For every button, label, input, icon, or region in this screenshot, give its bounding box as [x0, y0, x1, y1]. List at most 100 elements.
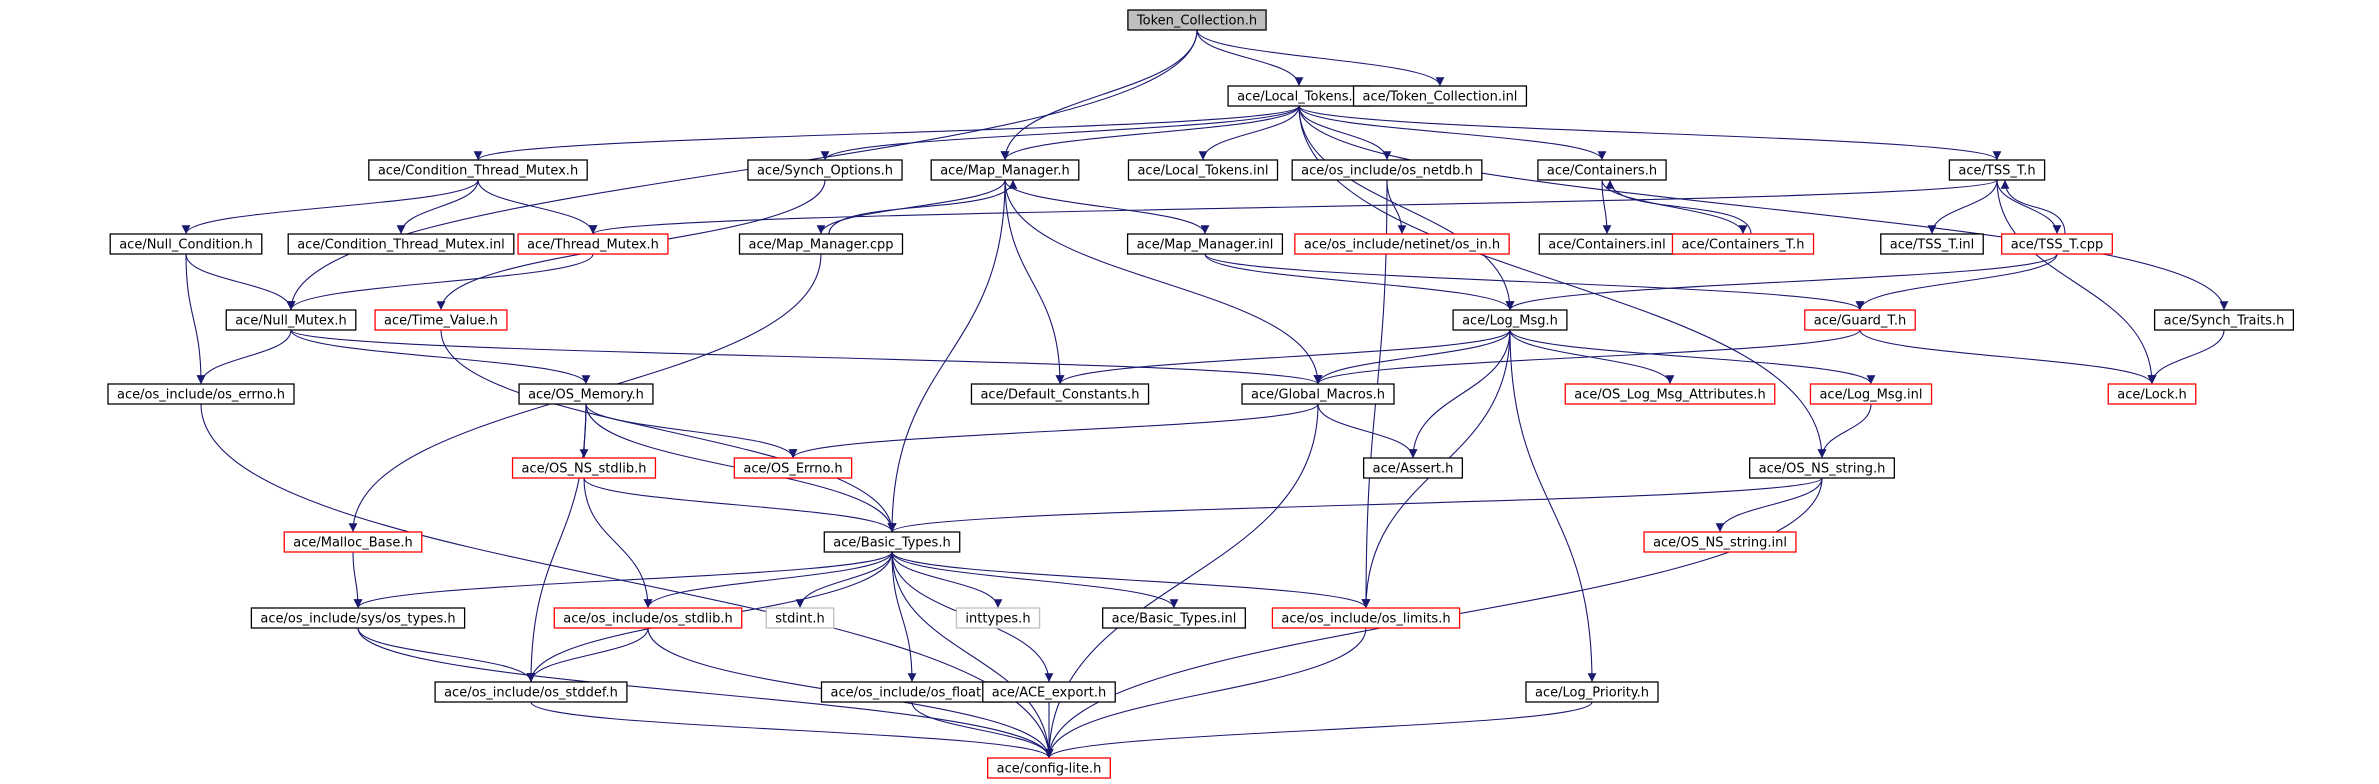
edge-n46-n49	[911, 701, 1054, 759]
node-ace-guard-t-h[interactable]: ace/Guard_T.h	[1804, 309, 1916, 331]
node-ace-null-mutex-h[interactable]: ace/Null_Mutex.h	[225, 309, 357, 331]
node-ace-null-condition-h[interactable]: ace/Null_Condition.h	[109, 233, 263, 255]
node-ace-synch-traits-h[interactable]: ace/Synch_Traits.h	[2153, 309, 2295, 331]
node-label: ace/Null_Condition.h	[119, 238, 253, 253]
node-ace-os-include-sys-os-types-h[interactable]: ace/os_include/sys/os_types.h	[250, 607, 466, 629]
edge-n14-n23	[1204, 253, 1865, 311]
edge-n5-n13	[816, 179, 1006, 235]
node-ace-config-lite-h[interactable]: ace/config-lite.h	[987, 757, 1111, 779]
node-label: ace/os_include/os_errno.h	[117, 388, 285, 403]
edge-n37-n39	[353, 551, 893, 609]
node-box	[511, 457, 657, 479]
node-ace-os-include-os-stdlib-h[interactable]: ace/os_include/os_stdlib.h	[553, 607, 743, 629]
edge-n9-n18	[1927, 179, 1998, 235]
node-ace-os-memory-h[interactable]: ace/OS_Memory.h	[518, 383, 654, 405]
node-ace-os-include-os-limits-h[interactable]: ace/os_include/os_limits.h	[1271, 607, 1461, 629]
edge-n22-n28	[1313, 329, 1511, 385]
node-ace-assert-h[interactable]: ace/Assert.h	[1362, 457, 1464, 479]
node-ace-os-ns-string-h[interactable]: ace/OS_NS_string.h	[1749, 457, 1895, 479]
node-ace-os-errno-h[interactable]: ace/OS_Errno.h	[733, 457, 853, 479]
node-label: ace/Time_Value.h	[384, 314, 498, 329]
node-ace-os-include-netinet-os-in-h[interactable]: ace/os_include/netinet/os_in.h	[1294, 233, 1510, 255]
edge-n21-n37	[440, 329, 897, 533]
node-ace-map-manager-cpp[interactable]: ace/Map_Manager.cpp	[738, 233, 904, 255]
node-ace-os-include-os-float-h[interactable]: ace/os_include/os_float.h	[820, 681, 1004, 703]
node-ace-tss-t-h[interactable]: ace/TSS_T.h	[1948, 159, 2046, 181]
node-ace-log-msg-inl[interactable]: ace/Log_Msg.inl	[1809, 383, 1933, 405]
node-label: ace/Assert.h	[1373, 462, 1454, 477]
node-ace-log-msg-h[interactable]: ace/Log_Msg.h	[1452, 309, 1568, 331]
node-box	[1525, 681, 1659, 703]
node-ace-default-constants-h[interactable]: ace/Default_Constants.h	[970, 383, 1150, 405]
node-label: ace/Log_Priority.h	[1535, 686, 1649, 701]
node-ace-os-include-os-netdb-h[interactable]: ace/os_include/os_netdb.h	[1291, 159, 1483, 181]
node-box	[1564, 383, 1776, 405]
node-box	[970, 383, 1150, 405]
node-ace-ace-export-h[interactable]: ace/ACE_export.h	[982, 681, 1116, 703]
node-ace-lock-h[interactable]: ace/Lock.h	[2107, 383, 2197, 405]
edge-n28-n33	[788, 403, 1319, 459]
node-box	[987, 757, 1111, 779]
node-ace-os-ns-stdlib-h[interactable]: ace/OS_NS_stdlib.h	[511, 457, 657, 479]
node-box	[368, 159, 588, 181]
node-ace-local-tokens-h[interactable]: ace/Local_Tokens.h	[1227, 85, 1371, 107]
node-ace-os-include-os-errno-h[interactable]: ace/os_include/os_errno.h	[107, 383, 295, 405]
node-ace-containers-inl[interactable]: ace/Containers.inl	[1538, 233, 1676, 255]
node-box	[1948, 159, 2046, 181]
node-label: ace/Global_Macros.h	[1251, 388, 1385, 403]
node-box	[738, 233, 904, 255]
edge-n9-n19	[1996, 179, 2062, 235]
node-ace-time-value-h[interactable]: ace/Time_Value.h	[374, 309, 508, 331]
node-label: ace/Null_Mutex.h	[235, 314, 347, 329]
node-ace-log-priority-h[interactable]: ace/Log_Priority.h	[1525, 681, 1659, 703]
node-ace-map-manager-inl[interactable]: ace/Map_Manager.inl	[1126, 233, 1284, 255]
node-ace-condition-thread-mutex-inl[interactable]: ace/Condition_Thread_Mutex.inl	[287, 233, 515, 255]
node-token-collection-h[interactable]: Token_Collection.h	[1127, 9, 1267, 31]
node-box	[283, 531, 423, 553]
node-ace-tss-t-inl[interactable]: ace/TSS_T.inl	[1880, 233, 1984, 255]
node-label: ace/Default_Constants.h	[980, 388, 1139, 403]
edge-n1-n5	[1000, 105, 1300, 161]
node-ace-os-ns-string-inl[interactable]: ace/OS_NS_string.inl	[1643, 531, 1797, 553]
node-label: ace/os_include/os_limits.h	[1281, 612, 1450, 627]
edge-n37-n40	[643, 551, 893, 609]
node-ace-os-include-os-stddef-h[interactable]: ace/os_include/os_stddef.h	[434, 681, 628, 703]
node-label: ace/Map_Manager.h	[940, 164, 1070, 179]
node-label: ace/OS_Log_Msg_Attributes.h	[1574, 388, 1765, 403]
edge-n1-n3	[473, 105, 1300, 161]
node-box	[1291, 159, 1483, 181]
node-label: ace/Containers.inl	[1548, 238, 1665, 253]
node-ace-token-collection-inl[interactable]: ace/Token_Collection.inl	[1352, 85, 1528, 107]
edge-n1-n22	[1298, 105, 1515, 311]
node-ace-tss-t-cpp[interactable]: ace/TSS_T.cpp	[2001, 233, 2113, 255]
node-box	[1452, 309, 1568, 331]
edge-n23-n28	[1313, 329, 1861, 385]
edge-n28-n34	[1317, 403, 1418, 459]
edge-n37-n43	[891, 551, 1179, 609]
node-ace-condition-thread-mutex-h[interactable]: ace/Condition_Thread_Mutex.h	[368, 159, 588, 181]
edge-n14-n22	[1204, 253, 1515, 311]
node-label: inttypes.h	[965, 612, 1030, 627]
node-label: ace/OS_NS_string.h	[1759, 462, 1886, 477]
node-ace-containers-h[interactable]: ace/Containers.h	[1537, 159, 1667, 181]
node-box	[107, 383, 295, 405]
node-ace-basic-types-inl[interactable]: ace/Basic_Types.inl	[1102, 607, 1246, 629]
node-box	[1271, 607, 1461, 629]
node-label: ace/TSS_T.cpp	[2011, 238, 2104, 253]
edge-n32-n40	[583, 477, 653, 609]
node-ace-thread-mutex-h[interactable]: ace/Thread_Mutex.h	[517, 233, 669, 255]
edge-n36-n39	[352, 551, 363, 609]
edge-n5-n27	[1004, 179, 1065, 385]
node-ace-local-tokens-inl[interactable]: ace/Local_Tokens.inl	[1127, 159, 1279, 181]
node-ace-containers-t-h[interactable]: ace/Containers_T.h	[1671, 233, 1815, 255]
edge-n3-n12	[477, 179, 598, 235]
node-ace-global-macros-h[interactable]: ace/Global_Macros.h	[1241, 383, 1395, 405]
node-box	[2153, 309, 2295, 331]
node-ace-synch-options-h[interactable]: ace/Synch_Options.h	[747, 159, 903, 181]
node-ace-os-log-msg-attributes-h[interactable]: ace/OS_Log_Msg_Attributes.h	[1564, 383, 1776, 405]
edge-n37-n44	[891, 551, 1371, 609]
node-ace-malloc-base-h[interactable]: ace/Malloc_Base.h	[283, 531, 423, 553]
node-label: ace/config-lite.h	[997, 762, 1102, 777]
node-ace-basic-types-h[interactable]: ace/Basic_Types.h	[823, 531, 961, 553]
node-ace-map-manager-h[interactable]: ace/Map_Manager.h	[930, 159, 1080, 181]
